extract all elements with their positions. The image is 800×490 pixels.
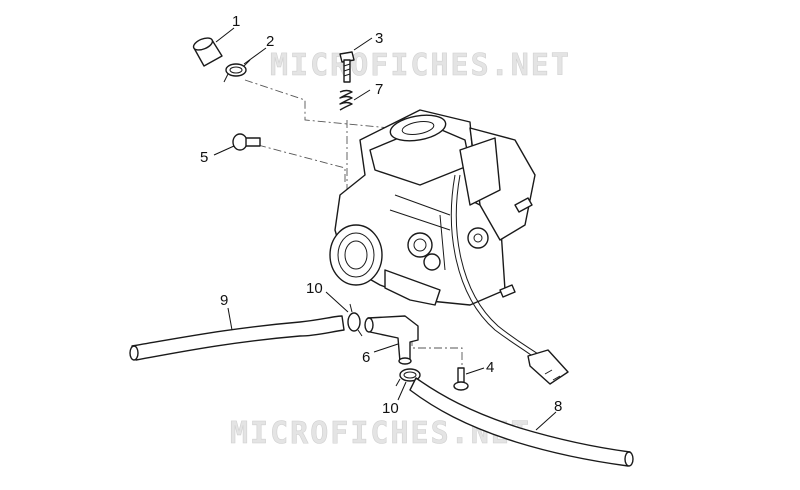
part-clip-top: [223, 59, 251, 83]
part-screw-left: [232, 133, 261, 151]
part-screw-top: [339, 51, 355, 83]
part-elbow-fitting: [364, 315, 419, 365]
part-clip-lower: [395, 368, 421, 387]
assembly-guide-lines: [244, 79, 463, 370]
callout-label: 10: [306, 280, 323, 297]
callout-label: 6: [362, 349, 370, 366]
part-hose-right: [409, 377, 634, 467]
callout-label: 3: [375, 30, 383, 47]
callout-label: 1: [232, 13, 240, 30]
callout-label: 9: [220, 292, 228, 309]
watermark-top: MICROFICHES.NET: [270, 48, 571, 83]
part-clip-upper: [347, 303, 363, 337]
callout-label: 7: [375, 81, 383, 98]
callout-label: 10: [382, 400, 399, 417]
part-screw-bottom: [453, 367, 469, 391]
part-connector: [527, 349, 569, 385]
carburetor-body: [329, 109, 539, 359]
callout-label: 4: [486, 359, 494, 376]
callout-label: 5: [200, 149, 208, 166]
callout-labels: 1 2 3 7 5 10 9 6 4 10 8: [200, 13, 562, 417]
part-hose-left: [129, 315, 345, 361]
callout-leaders: [213, 27, 557, 431]
callout-label: 8: [554, 398, 562, 415]
callout-label: 2: [266, 33, 274, 50]
part-spring: [339, 89, 353, 111]
part-cap: [192, 37, 223, 67]
